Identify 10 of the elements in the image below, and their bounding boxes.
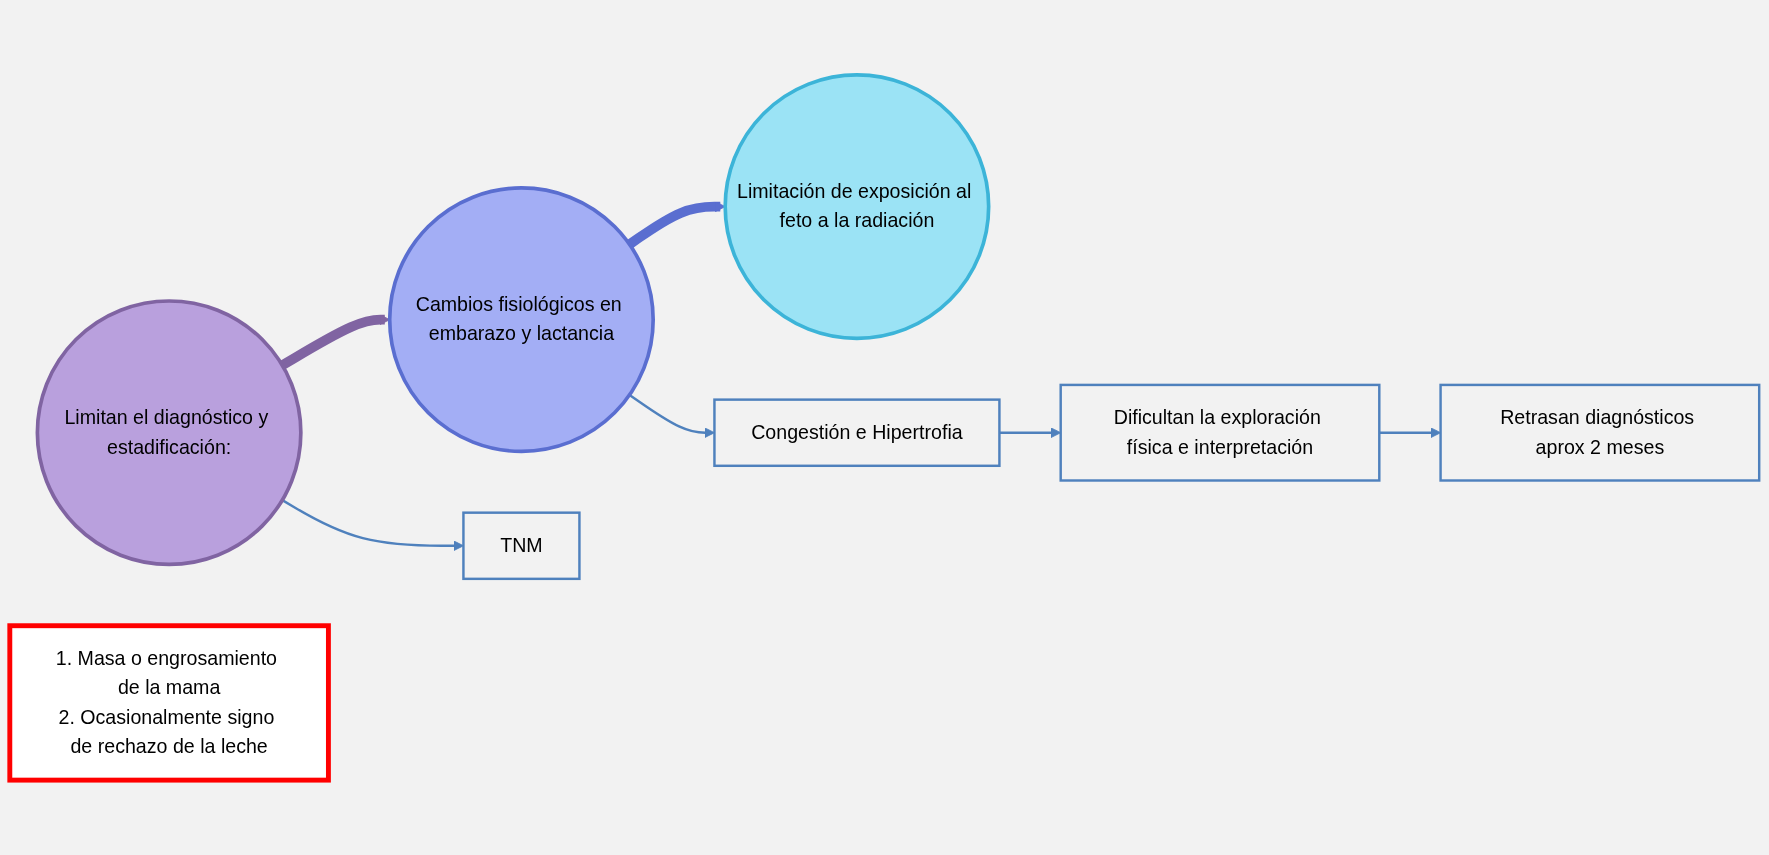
arrow xyxy=(281,499,464,552)
node-box: Dificultan la exploración física e interpretación xyxy=(1059,383,1381,482)
node-box: Retrasan diagnósticos aprox 2 meses xyxy=(1439,383,1761,482)
node-box: TNM xyxy=(462,511,581,581)
node-circle: Cambios fisiológicos en embarazo y lactancia xyxy=(387,186,655,454)
node-circle: Limitan el diagnóstico y estadificación: xyxy=(35,299,303,567)
node-box: 1. Masa o engrosamiento de la mama 2. Ocasionalmente signo de rechazo de la leche xyxy=(7,623,331,783)
node-box: Congestión e Hipertrofia xyxy=(713,398,1001,468)
node-circle: Limitación de exposición al feto a la radiación xyxy=(723,73,991,341)
arrow xyxy=(628,393,715,439)
